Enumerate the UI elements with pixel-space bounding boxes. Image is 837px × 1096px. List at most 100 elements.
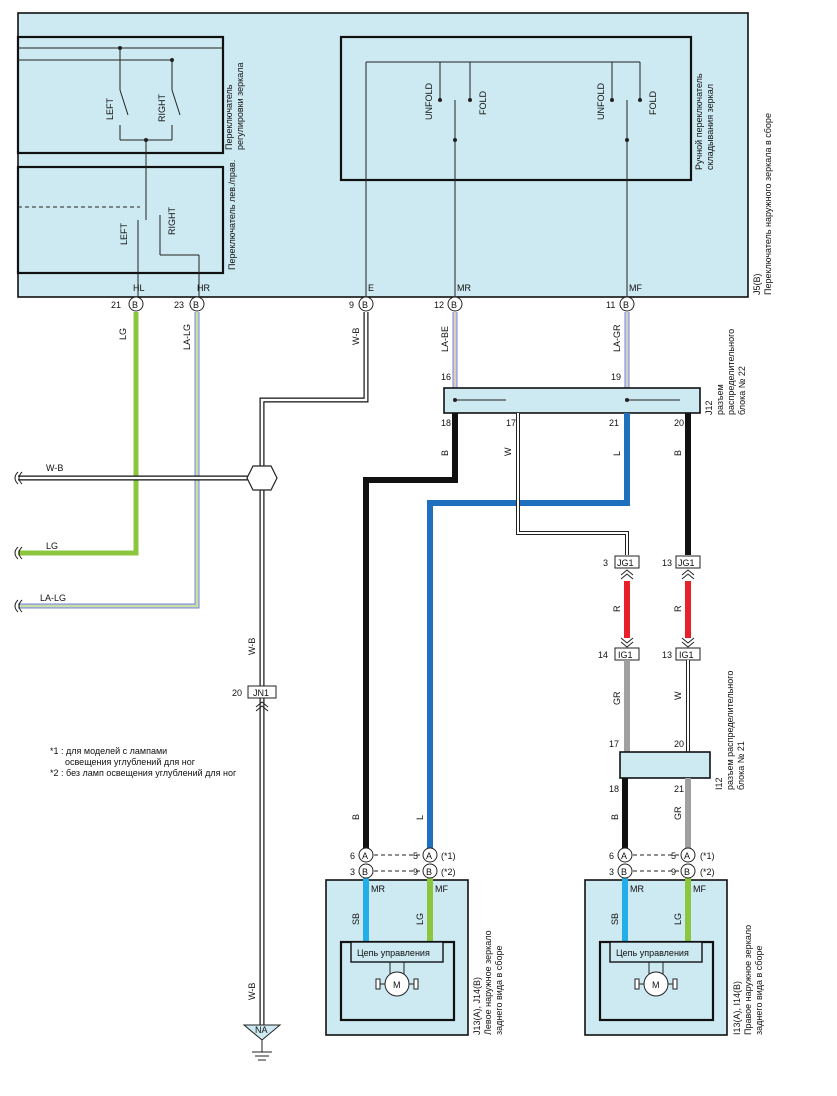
lm-s1: (*1) — [441, 851, 456, 861]
wire-label-lg-left: LG — [46, 541, 58, 551]
wire-label-la-be: LA-BE — [440, 326, 450, 352]
jg1-connector-13 — [675, 555, 701, 569]
lg-wire — [18, 312, 139, 556]
left-right-switch-box — [16, 165, 225, 275]
fold-left-label: FOLD — [478, 90, 488, 115]
j12-pin-18: 18 — [441, 418, 451, 428]
i12-pin-17: 17 — [609, 739, 619, 749]
wire-label-la-lg: LA-LG — [182, 324, 192, 350]
left-mirror-sb-label: SB — [351, 913, 361, 925]
j12-pin-17: 17 — [506, 418, 516, 428]
term-hr-pin: 23 — [174, 300, 184, 310]
wire-label-r-1: R — [612, 605, 622, 612]
lm-num-5: 5 — [413, 851, 418, 861]
fold-right-label: FOLD — [648, 90, 658, 115]
j12-pin-19: 19 — [611, 372, 621, 382]
rm-pin-a-5: A — [684, 851, 690, 861]
left-mirror-motor — [375, 962, 419, 997]
fold-switch-internals — [365, 61, 642, 297]
fold-switch-box — [339, 35, 693, 182]
terminal-hl: HL — [133, 283, 145, 293]
i12-pin-20: 20 — [674, 739, 684, 749]
wire-label-r-2: R — [673, 605, 683, 612]
lr-switch-label: Переключатель лев./прав. — [227, 160, 237, 270]
j12-internals — [453, 398, 680, 402]
wire-label-b-2: B — [673, 450, 683, 456]
fold-switch-label: Ручной переключательскладывания зеркал — [694, 73, 715, 170]
right-mirror-motor — [634, 962, 678, 997]
right-mirror-motor-label: M — [652, 980, 660, 990]
note-1: *1 : для моделей с лампами — [50, 746, 167, 756]
term-mr-side: B — [451, 300, 457, 310]
wire-label-w-b-left: W-B — [46, 463, 63, 473]
wire-label-w-b-top: W-B — [351, 328, 361, 345]
jn1-chevrons — [255, 701, 269, 712]
left-mirror-pins — [358, 847, 438, 879]
ig1-14-pin: 14 — [598, 650, 608, 660]
term-mr-pin: 12 — [434, 300, 444, 310]
wire-label-lg: LG — [118, 328, 128, 340]
lm-pin-b-9: B — [426, 867, 432, 877]
j12-label: J12разъемраспределительногоблока № 22 — [704, 329, 747, 415]
lr-left-label: LEFT — [119, 222, 129, 245]
jg1-13-pin: 13 — [662, 558, 672, 568]
terminal-mr: MR — [457, 283, 471, 293]
jn1-pin: 20 — [232, 688, 242, 698]
note-2: *2 : без ламп освещения углублений для н… — [50, 768, 237, 778]
jg1-13-name: JG1 — [678, 558, 695, 568]
lr-right-label: RIGHT — [167, 207, 177, 236]
wire-label-w-2: W — [673, 691, 683, 700]
splice-point — [246, 465, 278, 491]
wire-label-gr-2: GR — [673, 806, 683, 820]
left-mirror-motor-label: M — [393, 980, 401, 990]
right-mirror-lg-label: LG — [673, 913, 683, 925]
term-mf-side: B — [623, 300, 629, 310]
left-mirror-mr: MR — [371, 884, 385, 894]
wire-label-la-gr: LA-GR — [612, 324, 622, 352]
wire-ends — [14, 471, 23, 613]
b-wire-left — [363, 413, 458, 848]
wire-label-l-left-mirror: L — [415, 815, 425, 820]
lm-num-6: 6 — [350, 851, 355, 861]
ground-label: NA — [255, 1025, 268, 1035]
lm-pin-b-3: B — [362, 867, 368, 877]
i12-pin-21: 21 — [674, 784, 684, 794]
lm-s2: (*2) — [441, 867, 456, 877]
rm-pin-b-3: B — [621, 867, 627, 877]
wire-label-b-left-mirror: B — [351, 814, 361, 820]
rm-pin-b-9: B — [684, 867, 690, 877]
lr-switch-internals — [18, 195, 200, 297]
rm-pin-a-6: A — [621, 851, 627, 861]
lm-num-3: 3 — [350, 867, 355, 877]
jg1-connector-3 — [614, 555, 640, 569]
wire-label-w-1: W — [503, 447, 513, 456]
connector-chevrons-jg — [620, 569, 695, 580]
note-1b: освещения углублений для ног — [65, 757, 196, 767]
i12-pin-18: 18 — [609, 784, 619, 794]
rm-num-9: 9 — [671, 867, 676, 877]
assembly-label: J5(B)Переключатель наружного зеркала в с… — [752, 113, 773, 295]
right-mirror-sb-label: SB — [610, 913, 620, 925]
left-mirror-control-label-box — [350, 941, 444, 963]
wire-label-w-b-mid: W-B — [247, 638, 257, 655]
term-hl-side: B — [132, 300, 138, 310]
ground-symbol — [242, 1024, 282, 1061]
wire-label-l-1: L — [612, 451, 622, 456]
lm-pin-a-5: A — [426, 851, 432, 861]
lm-pin-a-6: A — [362, 851, 368, 861]
left-mirror-lg-label: LG — [415, 913, 425, 925]
right-mirror-mf: MF — [693, 884, 706, 894]
term-mf-pin: 11 — [606, 300, 615, 310]
w-b-wire — [18, 312, 369, 1025]
la-lg-wire — [18, 312, 200, 609]
terminal-mf: MF — [629, 283, 642, 293]
j12-pin-21: 21 — [609, 418, 619, 428]
j12-pin-16: 16 — [441, 372, 451, 382]
term-e-side: B — [362, 300, 368, 310]
i12-label: I12разъем распределительногоблока № 21 — [714, 671, 746, 790]
ig1-13-name: IG1 — [679, 650, 694, 660]
lm-num-9: 9 — [413, 867, 418, 877]
rm-num-6: 6 — [609, 851, 614, 861]
left-mirror-control-label: Цепь управления — [357, 948, 430, 958]
